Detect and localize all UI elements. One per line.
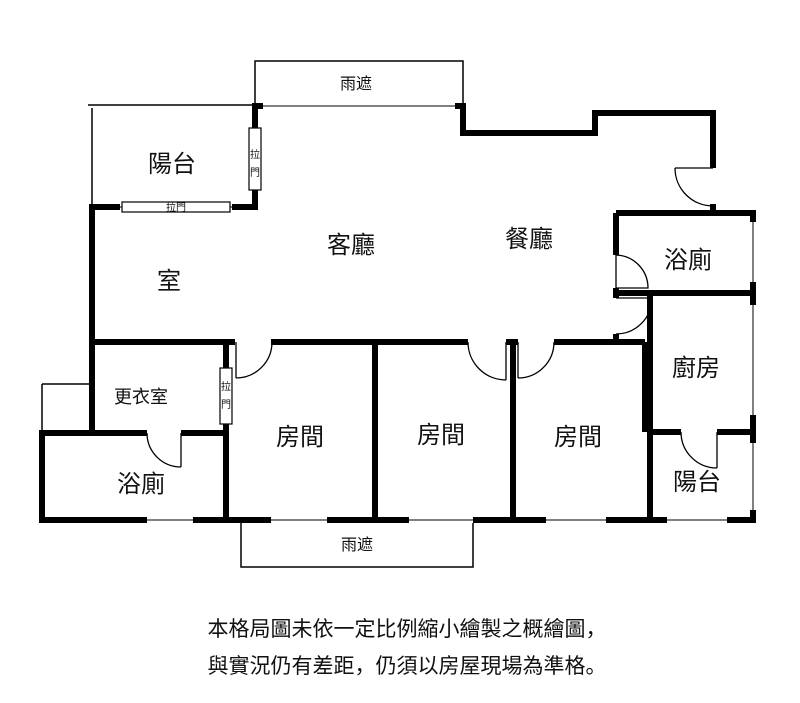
sliding-door-dressing-text: 拉門 xyxy=(221,370,231,371)
balcony-right-label: 陽台 xyxy=(673,468,721,496)
sliding-door-balcony-vertical xyxy=(248,127,262,191)
canopy-top-label: 雨遮 xyxy=(340,74,372,93)
sliding-door-vertical-text: 拉門 xyxy=(250,130,260,131)
kitchen-label: 廚房 xyxy=(672,354,720,382)
dining-room-label: 餐廳 xyxy=(505,225,553,253)
canopy-bottom-label: 雨遮 xyxy=(341,535,373,554)
sliding-door-vertical-label-2: 門 xyxy=(250,167,260,179)
dressing-room-label: 更衣室 xyxy=(114,387,168,408)
sliding-door-dressing-label-1: 拉 xyxy=(221,380,231,393)
bedroom-1-label: 房間 xyxy=(276,423,324,451)
sliding-door-vertical-label-1: 拉 xyxy=(250,148,260,161)
balcony-top-outline xyxy=(88,104,255,207)
note-line-1: 本格局圖未依一定比例縮小繪製之概繪圖， xyxy=(208,617,607,641)
sliding-door-horizontal-label: 拉門 xyxy=(166,201,186,214)
bedroom-2-label: 房間 xyxy=(417,421,465,449)
living-room-label: 客廳 xyxy=(327,231,375,259)
dressing-outline xyxy=(41,383,90,433)
sliding-door-dressing xyxy=(219,367,233,425)
room-left-label: 室 xyxy=(157,267,181,295)
door-swings xyxy=(146,167,718,469)
window-lines xyxy=(120,105,754,521)
balcony-top-label: 陽台 xyxy=(148,150,196,178)
sliding-door-balcony-horizontal xyxy=(121,201,231,213)
bath-right-label: 浴廁 xyxy=(664,246,712,274)
note-line-2: 與實況仍有差距，仍須以房屋現場為準格。 xyxy=(208,654,607,678)
sliding-door-dressing-label-2: 門 xyxy=(221,399,231,411)
bedroom-3-label: 房間 xyxy=(554,423,602,451)
bath-left-label: 浴廁 xyxy=(117,470,165,498)
windows xyxy=(120,103,756,523)
